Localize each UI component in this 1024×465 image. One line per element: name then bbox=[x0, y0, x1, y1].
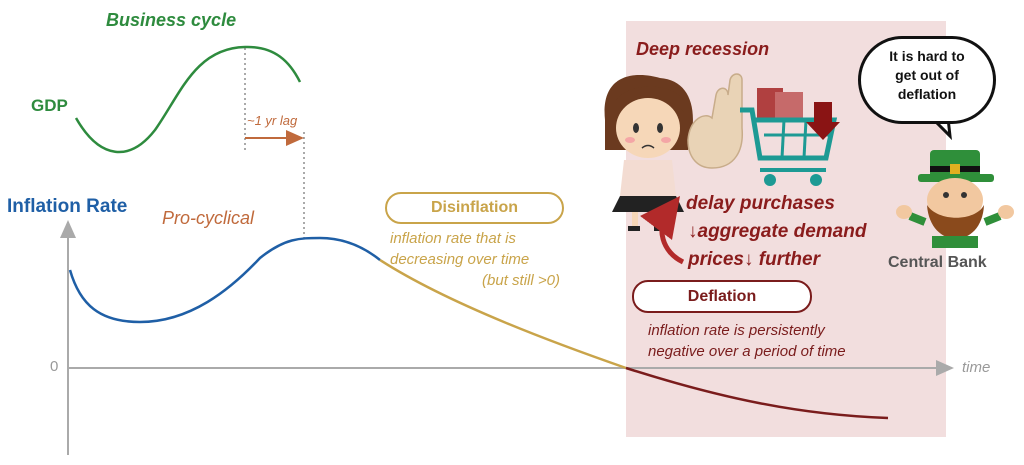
cycle-arrow bbox=[640, 195, 685, 265]
deep-recession-title: Deep recession bbox=[636, 39, 770, 59]
stop-hand-icon bbox=[687, 73, 744, 169]
aggregate-demand-text: ↓aggregate demand bbox=[688, 221, 867, 242]
deflation-badge: Deflation bbox=[632, 280, 812, 313]
bubble-line1: It is hard to bbox=[889, 48, 965, 64]
delay-purchases-text: delay purchases bbox=[686, 193, 835, 214]
disinflation-desc-line1: inflation rate that is bbox=[390, 230, 516, 247]
gdp-curve bbox=[74, 45, 302, 154]
deflation-description: inflation rate is persistently negative … bbox=[648, 320, 928, 362]
speech-bubble: It is hard to get out of deflation bbox=[858, 36, 996, 124]
disinflation-description: inflation rate that is decreasing over t… bbox=[390, 228, 570, 291]
inflation-rate-label: Inflation Rate bbox=[7, 196, 128, 217]
deflation-desc-line1: inflation rate is persistently bbox=[648, 322, 825, 339]
deflation-desc-line2: negative over a period of time bbox=[648, 343, 846, 360]
consumer-character-icon bbox=[604, 74, 693, 231]
deflation-curve bbox=[625, 366, 889, 420]
lag-label: ~1 yr lag bbox=[247, 113, 298, 128]
down-arrow-icon bbox=[806, 102, 840, 140]
gdp-label: GDP bbox=[31, 96, 68, 115]
disinflation-desc-line2: decreasing over time bbox=[390, 251, 530, 268]
time-axis-label: time bbox=[962, 359, 991, 376]
central-bank-character-icon bbox=[896, 150, 1014, 248]
disinflation-curve bbox=[379, 258, 627, 370]
bubble-line2: get out of bbox=[895, 67, 959, 83]
inflation-procyclical-curve bbox=[68, 236, 381, 324]
disinflation-desc-line3: (but still >0) bbox=[482, 272, 560, 289]
prices-further-text: prices↓ further bbox=[688, 249, 820, 270]
business-cycle-title: Business cycle bbox=[106, 10, 237, 30]
procyclical-label: Pro-cyclical bbox=[162, 208, 255, 228]
disinflation-badge: Disinflation bbox=[385, 192, 564, 224]
central-bank-label: Central Bank bbox=[888, 254, 987, 271]
zero-tick-label: 0 bbox=[50, 358, 59, 375]
bubble-line3: deflation bbox=[897, 86, 957, 102]
shopping-cart-icon bbox=[740, 88, 840, 186]
